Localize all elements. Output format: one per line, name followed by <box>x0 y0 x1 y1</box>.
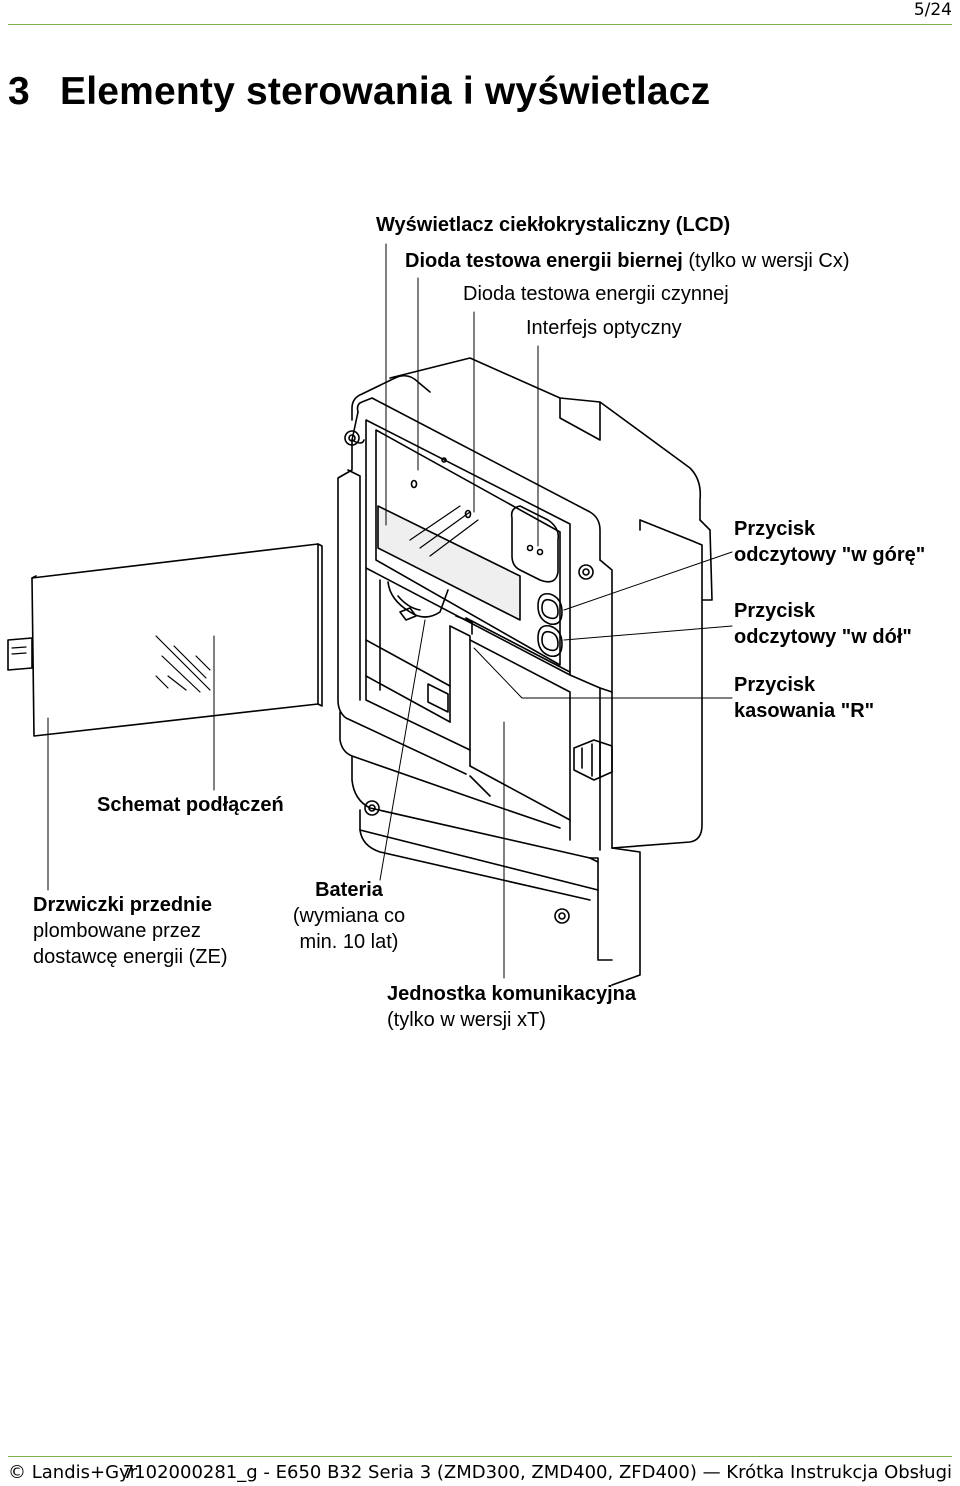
label-battery-line3: min. 10 lat) <box>299 931 399 953</box>
footer-doc-id: 7102000281_g - E650 B32 Seria 3 (ZMD300,… <box>122 1462 952 1483</box>
read-down-button-icon <box>537 624 563 658</box>
label-btn-up: Przycisk odczytowy "w górę" <box>734 516 925 568</box>
section-title-text: Elementy sterowania i wyświetlacz <box>60 70 711 113</box>
label-battery-line1: Bateria <box>315 879 383 901</box>
label-battery: Bateria (wymiana co min. 10 lat) <box>286 877 412 955</box>
label-btn-reset-line1: Przycisk <box>734 674 816 696</box>
label-door: Drzwiczki przednie plombowane przez dostaw… <box>33 892 228 970</box>
label-door-line2: plombowane przez <box>33 920 201 942</box>
footer-copyright: © Landis+Gyr <box>8 1462 138 1483</box>
label-btn-down-line1: Przycisk <box>734 600 816 622</box>
label-comm-unit: Jednostka komunikacyjna (tylko w wersji x… <box>387 981 636 1033</box>
label-btn-down: Przycisk odczytowy "w dół" <box>734 598 912 650</box>
optical-interface-icon <box>510 505 560 583</box>
label-reactive-led-bold: Dioda testowa energii biernej <box>405 250 683 272</box>
read-up-button-icon <box>537 592 563 626</box>
reactive-led-icon <box>410 479 418 489</box>
label-reactive-led-note: (tylko w wersji Cx) <box>682 250 850 272</box>
label-btn-reset: Przycisk kasowania "R" <box>734 672 874 724</box>
label-lcd: Wyświetlacz ciekłokrystaliczny (LCD) <box>376 214 731 236</box>
label-door-line1: Drzwiczki przednie <box>33 894 212 916</box>
label-battery-line2: (wymiana co <box>292 905 406 927</box>
label-btn-up-line2: odczytowy "w górę" <box>734 544 926 566</box>
label-comm-line1: Jednostka komunikacyjna <box>387 983 636 1005</box>
label-reactive-led: Dioda testowa energii biernej (tylko w w… <box>405 248 850 274</box>
section-number: 3 <box>8 70 30 113</box>
meter-diagram <box>7 243 733 986</box>
header-rule <box>8 24 952 25</box>
label-btn-down-line2: odczytowy "w dół" <box>734 626 912 648</box>
label-connection-diagram: Schemat podłączeń <box>97 794 284 816</box>
lcd-display <box>377 457 521 621</box>
active-led-icon <box>464 509 472 519</box>
section-title: 3 Elementy sterowania i wyświetlacz <box>8 70 710 114</box>
page-number: 5/24 <box>913 0 952 20</box>
front-door <box>7 543 323 737</box>
label-btn-reset-line2: kasowania "R" <box>734 700 875 722</box>
label-active-led: Dioda testowa energii czynnej <box>463 283 729 305</box>
label-btn-up-line1: Przycisk <box>734 518 816 540</box>
label-door-line3: dostawcę energii (ZE) <box>33 946 228 968</box>
leader-lines <box>47 243 733 979</box>
label-optical-interface: Interfejs optyczny <box>526 317 682 339</box>
meter-housing <box>337 357 713 986</box>
footer-rule <box>8 1456 952 1457</box>
label-comm-line2: (tylko w wersji xT) <box>387 1009 546 1031</box>
